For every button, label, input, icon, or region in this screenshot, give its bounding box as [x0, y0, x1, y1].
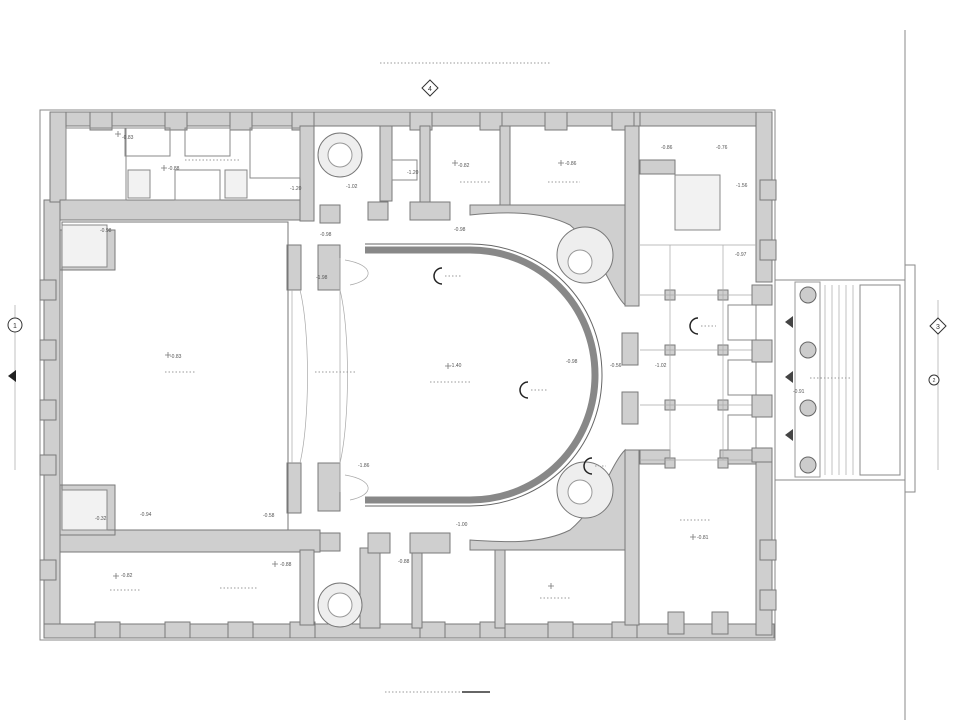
level-label: -1.40 [450, 363, 462, 369]
stage [61, 221, 348, 531]
axis-marker-top: 4 [421, 79, 439, 97]
spiral-stairs [317, 132, 614, 628]
level-label: -0.32 [95, 516, 107, 522]
axis-label-right: 3 [936, 324, 940, 331]
axis-marker-left: 1 [7, 305, 23, 470]
level-label: -1.20 [290, 186, 302, 192]
auditorium [339, 243, 603, 507]
level-label: -0.76 [716, 145, 728, 151]
straight-stairs [61, 169, 721, 531]
axis-label-left: 1 [13, 323, 17, 330]
level-label: -0.88 [168, 166, 180, 172]
top-left-rooms [65, 127, 418, 201]
foyer-columns [640, 244, 756, 469]
level-label: -1.98 [316, 275, 328, 281]
pilasters [39, 111, 777, 639]
level-label: -1.00 [456, 522, 468, 528]
level-label: -0.88 [398, 559, 410, 565]
level-label: -1.56 [736, 183, 748, 189]
level-label: -1.86 [358, 463, 370, 469]
right-border-notch [905, 264, 916, 493]
level-marks [113, 131, 696, 589]
level-annotations: -0.83 -0.88 -1.20 -1.02 -1.20 -0.82 -0.8… [95, 135, 805, 579]
level-label: -1.02 [346, 184, 358, 190]
axis-marker-right: 3 2 [928, 300, 947, 470]
level-label: -0.83 [122, 135, 134, 141]
section-markers [433, 267, 716, 475]
portico [774, 279, 906, 481]
level-label: -0.88 [280, 562, 292, 568]
level-label: -0.86 [565, 161, 577, 167]
level-label: -0.82 [121, 573, 133, 579]
level-label: -1.20 [407, 170, 419, 176]
level-label: -0.56 [610, 363, 622, 369]
entrance-doors [727, 284, 773, 463]
level-label: -0.97 [735, 252, 747, 258]
level-label: -0.98 [100, 228, 112, 234]
level-label: -0.98 [454, 227, 466, 233]
level-label: -0.98 [320, 232, 332, 238]
level-label: -0.86 [661, 145, 673, 151]
level-label: -0.98 [566, 359, 578, 365]
level-label: -0.91 [793, 389, 805, 395]
level-label: -0.81 [697, 535, 709, 541]
axis-label-right-small: 2 [933, 378, 936, 384]
axis-label-top: 4 [428, 86, 432, 93]
level-label: -0.82 [458, 163, 470, 169]
level-label: -0.94 [140, 512, 152, 518]
room-label-dots [110, 159, 850, 599]
level-label: -1.02 [655, 363, 667, 369]
level-label: -0.58 [263, 513, 275, 519]
level-label: -0.83 [170, 354, 182, 360]
